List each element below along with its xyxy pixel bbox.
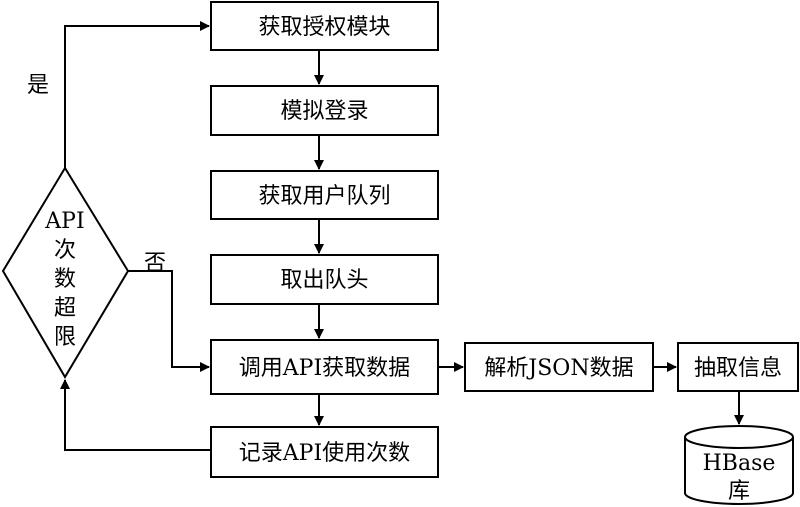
edge-label-no: 否 — [144, 251, 166, 276]
decision-label-line5: 限 — [54, 325, 76, 350]
decision-label-line3: 数 — [54, 267, 76, 292]
node-sim-login-label: 模拟登录 — [280, 99, 368, 124]
decision-label-line4: 超 — [54, 296, 76, 321]
node-hbase-database: HBase 库 — [684, 425, 794, 505]
node-record-api-label: 记录API使用次数 — [239, 441, 410, 466]
edge-label-yes: 是 — [27, 73, 49, 98]
node-parse-json: 解析JSON数据 — [464, 342, 654, 392]
node-call-api: 调用API获取数据 — [210, 339, 439, 395]
node-extract: 抽取信息 — [677, 342, 799, 392]
node-hbase-label-line1: HBase — [703, 451, 776, 476]
node-sim-login: 模拟登录 — [210, 85, 439, 136]
node-decision-api-limit: API 次 数 超 限 — [1, 166, 130, 379]
node-dequeue: 取出队头 — [210, 254, 439, 305]
node-get-auth-label: 获取授权模块 — [258, 15, 390, 40]
node-get-queue: 获取用户队列 — [210, 170, 439, 220]
node-hbase-label-line2: 库 — [728, 479, 750, 504]
node-extract-label: 抽取信息 — [694, 356, 782, 381]
decision-label-line1: API — [44, 209, 84, 234]
node-record-api: 记录API使用次数 — [210, 426, 439, 478]
node-call-api-label: 调用API获取数据 — [239, 356, 410, 381]
edge-decision-yes-to-auth — [64, 21, 210, 168]
node-get-queue-label: 获取用户队列 — [258, 184, 390, 209]
node-parse-json-label: 解析JSON数据 — [484, 356, 633, 381]
edge-record-to-decision — [60, 379, 211, 451]
node-get-auth: 获取授权模块 — [210, 1, 439, 51]
edge-decision-no-to-call — [128, 270, 210, 372]
decision-label-line2: 次 — [54, 238, 76, 263]
node-dequeue-label: 取出队头 — [280, 268, 368, 293]
